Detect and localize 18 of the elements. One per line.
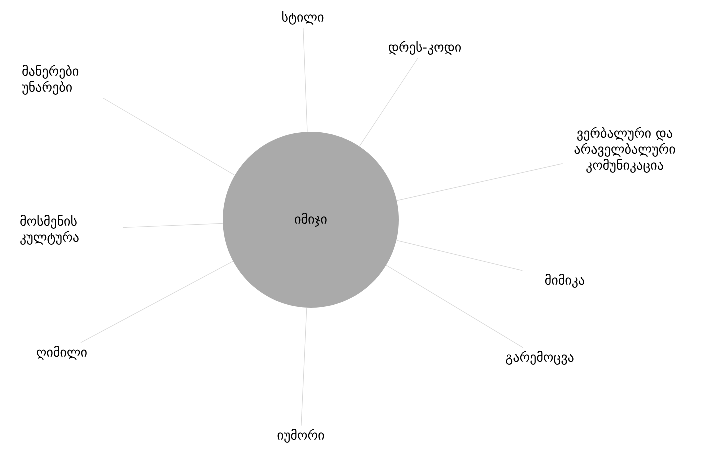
connector-line [396,164,564,202]
connector-line [301,308,308,426]
connector-line [122,223,224,228]
connector-line [303,28,308,132]
connector-line [80,261,234,344]
branch-label: სტილი [282,11,324,25]
connector-line [386,265,524,348]
connector-line [396,240,523,272]
branch-label: დრეს-კოდი [389,41,461,55]
branch-label: ღიმილი [37,346,87,360]
branch-label: ვერბალური და არაველბალური კომუნიკაცია [574,127,676,173]
branch-label: მანერები უნარები [22,65,79,95]
connector-line [102,98,236,176]
branch-label: იუმორი [278,429,324,443]
connector-line [359,58,419,147]
branch-label: მოსმენის კულტურა [20,215,79,245]
branch-label: მიმიკა [546,274,584,288]
branch-label: გარემოცვა [506,351,574,365]
